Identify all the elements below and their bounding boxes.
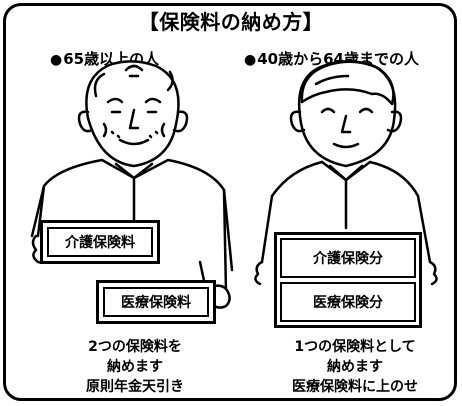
card-medical-insurance-portion: 医療保険分 (280, 282, 416, 322)
card-medical-insurance-portion-label: 医療保険分 (286, 288, 410, 316)
card-care-insurance-premium-label: 介護保険料 (47, 227, 153, 257)
card-care-insurance-portion-label: 介護保険分 (286, 244, 410, 272)
caption-over-65: 2つの保険料を 納めます 原則年金天引き (60, 337, 210, 397)
card-care-insurance-premium: 介護保険料 (40, 220, 160, 264)
bullet-icon: ● (50, 52, 63, 68)
caption-over-65-line3: 原則年金天引き (86, 379, 184, 395)
heading-40-to-64-text: 40歳から64歳までの人 (257, 50, 419, 68)
caption-40-to-64-line2: 納めます (327, 359, 383, 375)
bullet-icon: ● (244, 52, 257, 68)
caption-40-to-64-line1: 1つの保険料として (294, 339, 416, 355)
caption-40-to-64-line3: 医療保険料に上のせ (292, 379, 418, 395)
diagram-title: 【保険料の納め方】 (138, 10, 324, 34)
card-care-insurance-portion: 介護保険分 (280, 238, 416, 278)
caption-over-65-line2: 納めます (107, 359, 163, 375)
card-medical-insurance-premium: 医療保険料 (96, 280, 216, 324)
caption-over-65-line1: 2つの保険料を (88, 339, 182, 355)
card-medical-insurance-premium-label: 医療保険料 (103, 287, 209, 317)
heading-40-to-64: ●40歳から64歳までの人 (244, 48, 419, 69)
elderly-man-illustration (30, 60, 234, 309)
caption-40-to-64: 1つの保険料として 納めます 医療保険料に上のせ (270, 337, 440, 397)
middle-aged-man-illustration (254, 60, 438, 286)
